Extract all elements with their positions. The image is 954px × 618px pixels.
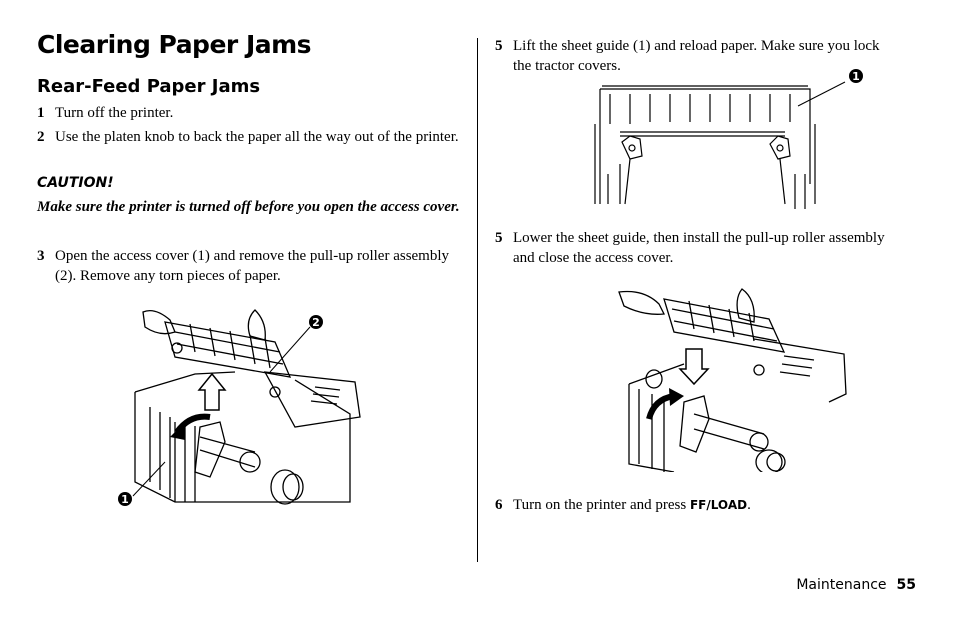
step-text-before: Turn on the printer and press bbox=[513, 497, 690, 513]
caution-label: CAUTION! bbox=[37, 175, 114, 191]
step-text: Lift the sheet guide (1) and reload pape… bbox=[513, 38, 880, 74]
ff-load-key: FF/LOAD bbox=[689, 498, 748, 512]
step-text-after: . bbox=[747, 497, 751, 513]
step-number: 3 bbox=[37, 248, 45, 264]
footer-section: Maintenance bbox=[796, 577, 887, 593]
step-text: Turn on the printer and press FF/LOAD. bbox=[513, 495, 895, 515]
callout-1: 1 bbox=[121, 493, 129, 506]
step-5b: 5 Lower the sheet guide, then install th… bbox=[495, 228, 895, 268]
callout-2: 2 bbox=[312, 316, 320, 329]
step-text: Lower the sheet guide, then install the … bbox=[513, 230, 885, 266]
callout-1: 1 bbox=[852, 70, 860, 83]
step-text: Use the platen knob to back the paper al… bbox=[55, 129, 459, 145]
step-5a: 5 Lift the sheet guide (1) and reload pa… bbox=[495, 36, 895, 76]
caution-text: Make sure the printer is turned off befo… bbox=[37, 199, 460, 215]
step-2: 2 Use the platen knob to back the paper … bbox=[37, 127, 467, 147]
step-number: 2 bbox=[37, 129, 45, 145]
step-6: 6 Turn on the printer and press FF/LOAD. bbox=[495, 495, 895, 515]
column-divider bbox=[477, 38, 478, 562]
printer-access-cover-illustration: 1 2 bbox=[118, 309, 361, 506]
step-number: 5 bbox=[495, 38, 503, 54]
sheet-guide-illustration: 1 bbox=[594, 69, 863, 209]
step-number: 1 bbox=[37, 105, 45, 121]
page-footer: Maintenance 55 bbox=[760, 577, 916, 593]
step-text: Open the access cover (1) and remove the… bbox=[55, 248, 450, 284]
page-title: Clearing Paper Jams bbox=[37, 30, 312, 59]
step-1: 1 Turn off the printer. bbox=[37, 103, 467, 123]
step-number: 5 bbox=[495, 230, 503, 246]
step-text: Turn off the printer. bbox=[55, 105, 174, 121]
step-3: 3 Open the access cover (1) and remove t… bbox=[37, 246, 467, 286]
step-number: 6 bbox=[495, 497, 503, 513]
pull-up-roller-install-illustration bbox=[618, 288, 847, 472]
section-heading: Rear-Feed Paper Jams bbox=[37, 76, 261, 97]
page-number: 55 bbox=[896, 577, 916, 593]
